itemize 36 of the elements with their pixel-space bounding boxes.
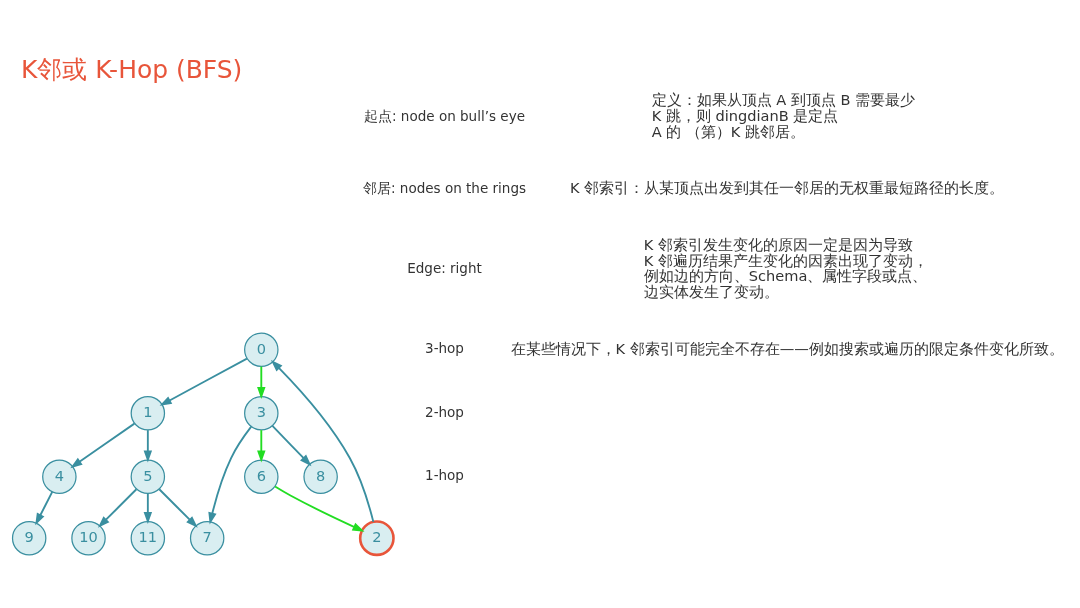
arrow bbox=[274, 485, 365, 532]
node-circle: 11 bbox=[130, 520, 166, 555]
arrow bbox=[271, 424, 312, 466]
node-circle: 2 bbox=[358, 519, 395, 556]
arrow bbox=[35, 490, 54, 525]
arrow bbox=[257, 428, 266, 463]
label: 定义：如果从顶点 A 到顶点 B 需要最少 K 跳，则 dingdianB 是定点 A 的 （第）K 跳邻居。 bbox=[651, 90, 916, 140]
label: 在某些情况下，K 邻索引可能完全不存在——例如搜索或遍历的限定条件变化所致。 bbox=[510, 339, 1064, 357]
arrow bbox=[143, 428, 153, 463]
node-circle: 10 bbox=[71, 520, 106, 555]
arrow bbox=[159, 357, 248, 406]
arrow bbox=[143, 492, 153, 524]
arrow bbox=[158, 487, 198, 528]
node-circle: 9 bbox=[11, 520, 47, 555]
node-circle: 0 bbox=[244, 332, 279, 367]
node-circle: 8 bbox=[303, 459, 338, 494]
arrow bbox=[270, 359, 375, 523]
arrow bbox=[208, 425, 253, 524]
diagram-title: K邻或 K-Hop (BFS) bbox=[21, 54, 243, 84]
arrow bbox=[70, 422, 136, 468]
node-circle: 4 bbox=[42, 459, 77, 494]
label: Edge: right bbox=[407, 259, 482, 276]
label: K 邻索引：从某顶点出发到其任一邻居的无权重最短路径的长度。 bbox=[569, 178, 1005, 196]
node-circle: 3 bbox=[244, 395, 279, 431]
label: 起点: node on bull’s eye bbox=[364, 107, 525, 124]
label: K 邻索引发生变化的原因一定是因为导致 K 邻遍历结果产生变化的因素出现了变动，例如边的方向、Schema、属性字段或点、边实体发生了变动。 bbox=[643, 235, 929, 300]
label: 邻居: nodes on the rings bbox=[362, 179, 527, 196]
label: 3-hop bbox=[425, 339, 464, 356]
arrow bbox=[257, 365, 266, 399]
node-circle: 1 bbox=[130, 395, 166, 431]
label: 2-hop bbox=[425, 403, 464, 420]
label: 1-hop bbox=[425, 466, 464, 483]
arrow bbox=[97, 487, 138, 528]
node-circle: 6 bbox=[244, 459, 279, 494]
node-circle: 5 bbox=[130, 459, 166, 494]
node-circle: 7 bbox=[189, 520, 225, 555]
